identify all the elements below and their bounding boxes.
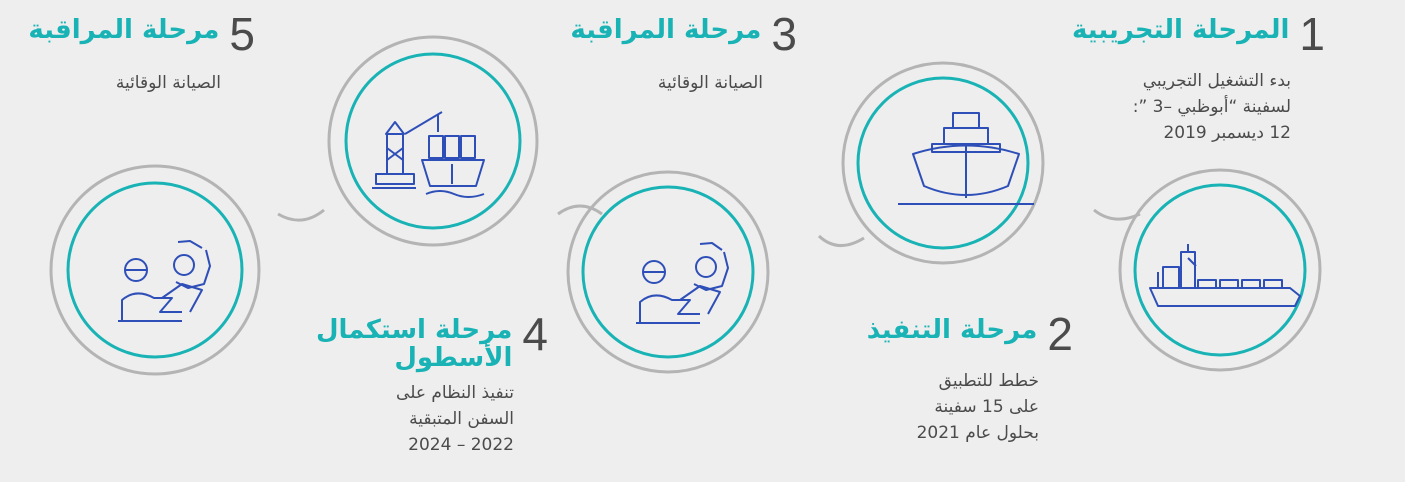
stage-2-title: مرحلة التنفيذ xyxy=(866,315,1038,345)
stage-5: 5 مرحلة المراقبة الصيانة الوقائية xyxy=(28,8,255,96)
stage-4-description: تنفيذ النظام على السفن المتبقية 2022 – 2… xyxy=(396,383,514,455)
inner-ring-4 xyxy=(344,52,522,230)
inner-ring-5 xyxy=(66,181,244,359)
stage-3-title: مرحلة المراقبة xyxy=(570,15,762,45)
inner-ring-2 xyxy=(856,76,1030,250)
bridge-4 xyxy=(277,208,325,222)
stage-1-title: المرحلة التجريبية xyxy=(1071,15,1290,45)
stage-3: 3 مرحلة المراقبة الصيانة الوقائية xyxy=(570,8,797,96)
outer-ring-2 xyxy=(841,61,1045,265)
outer-ring-5 xyxy=(49,164,261,376)
stage-1: 1 المرحلة التجريبية بدء التشغيل التجريبي… xyxy=(1071,8,1325,146)
stage-5-head: 5 مرحلة المراقبة xyxy=(28,8,255,60)
stage-4: 4 مرحلة استكمال الأسطول تنفيذ النظام على… xyxy=(315,308,548,458)
port-crane-ship-icon xyxy=(372,111,485,198)
stage-2-description: خطط للتطبيق على 15 سفينة بحلول عام 2021 xyxy=(916,371,1039,443)
stage-2: 2 مرحلة التنفيذ خطط للتطبيق على 15 سفينة… xyxy=(866,308,1073,446)
stage-5-number: 5 xyxy=(229,8,255,60)
stage-4-head: 4 مرحلة استكمال الأسطول xyxy=(315,308,548,373)
engineer-gear-icon-2 xyxy=(118,240,211,322)
ship-bow-icon xyxy=(898,112,1034,205)
outer-ring-4 xyxy=(327,35,539,247)
inner-ring-1 xyxy=(1133,183,1307,357)
stage-1-description: بدء التشغيل التجريبي لسفينة “أبوظبي –3 ”… xyxy=(1132,71,1291,143)
engineer-gear-icon xyxy=(636,242,729,324)
stage-3-head: 3 مرحلة المراقبة xyxy=(570,8,797,60)
outer-ring-1 xyxy=(1118,168,1322,372)
stage-2-head: 2 مرحلة التنفيذ xyxy=(866,308,1073,360)
stage-5-title: مرحلة المراقبة xyxy=(28,15,220,45)
stage-2-number: 2 xyxy=(1047,308,1073,360)
inner-ring-3 xyxy=(581,185,755,359)
stage-3-number: 3 xyxy=(771,8,797,60)
stage-3-description: الصيانة الوقائية xyxy=(657,73,763,93)
stage-1-number: 1 xyxy=(1299,8,1325,60)
bridge-2 xyxy=(817,234,865,247)
stage-4-number: 4 xyxy=(522,308,548,360)
stage-4-title: مرحلة استكمال الأسطول xyxy=(315,315,513,373)
bridge-3 xyxy=(557,204,603,216)
stage-1-head: 1 المرحلة التجريبية xyxy=(1071,8,1325,60)
outer-ring-3 xyxy=(566,170,770,374)
small-ship-icon xyxy=(1149,244,1301,307)
stage-5-description: الصيانة الوقائية xyxy=(115,73,221,93)
